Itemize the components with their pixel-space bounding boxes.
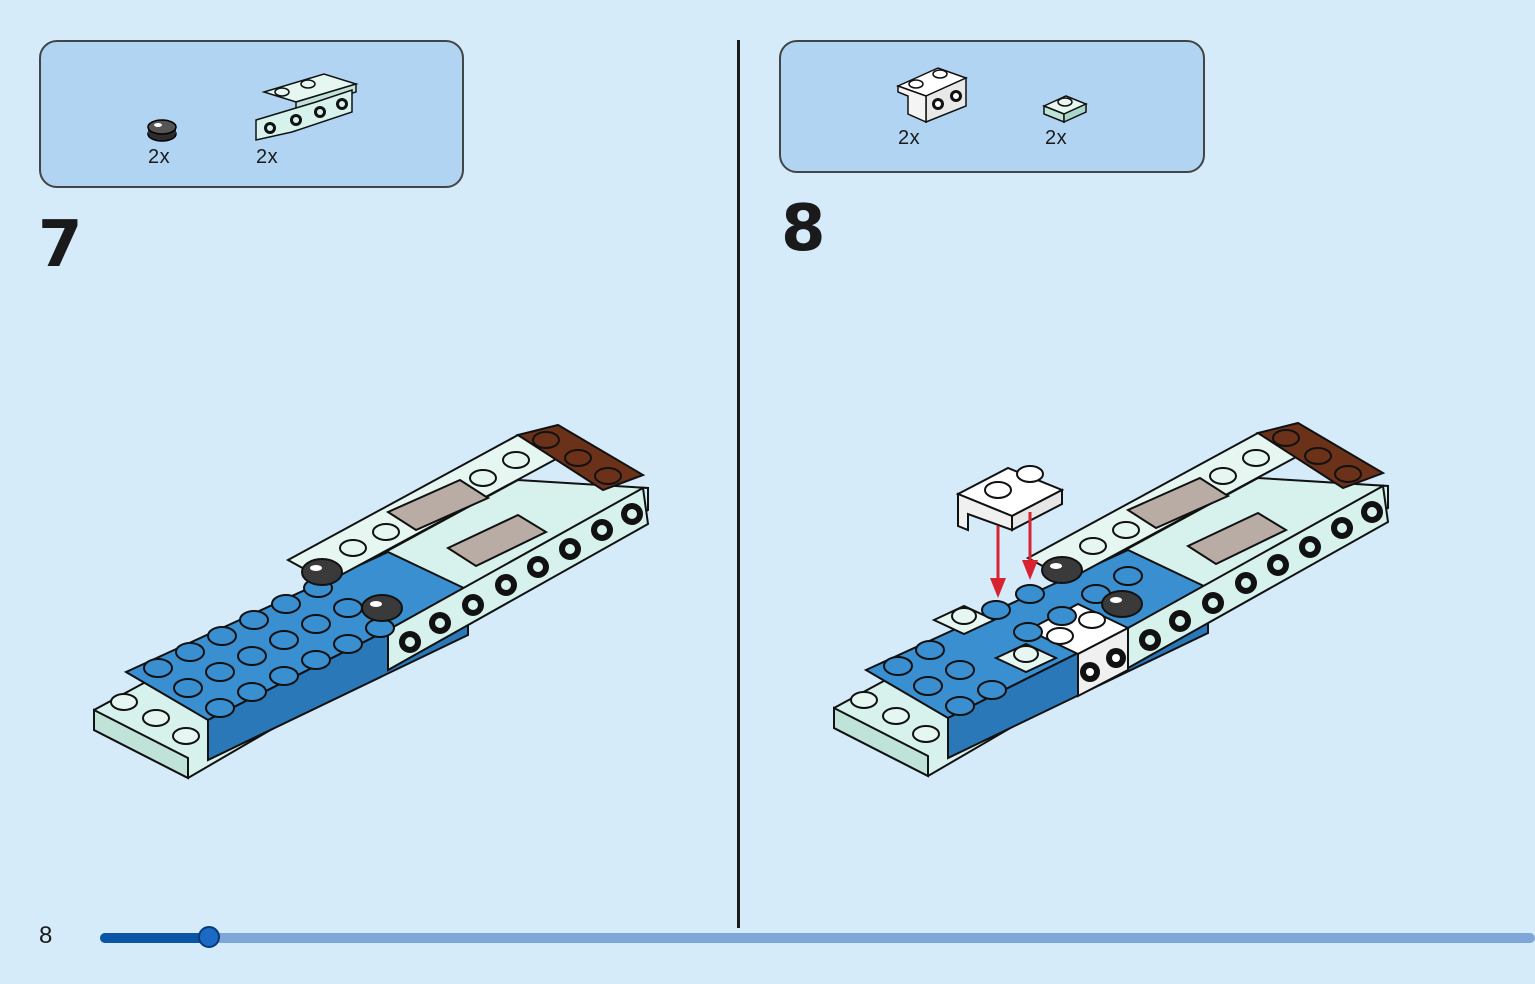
part-quantity: 2x (1045, 127, 1068, 149)
step-divider (737, 40, 740, 928)
part-quantity: 2x (148, 146, 171, 168)
part-quantity: 2x (898, 127, 921, 149)
parts-callout-step-8 (779, 40, 1205, 173)
step-number: 7 (38, 208, 83, 282)
page-number: 8 (39, 922, 53, 949)
step-8-model-illustration (833, 421, 1390, 778)
progress-knob[interactable] (198, 926, 220, 948)
round-tile-dark-grey-icon (147, 119, 177, 142)
progress-fill (100, 933, 208, 943)
plate-1x1-light-aqua-icon (1042, 95, 1088, 124)
progress-track (100, 933, 1535, 943)
parts-callout-step-7 (39, 40, 464, 188)
bracket-plate-light-aqua-icon (255, 73, 359, 141)
bracket-white-icon (895, 67, 969, 124)
part-quantity: 2x (256, 146, 279, 168)
step-7-model-illustration (93, 423, 650, 780)
step-number: 8 (781, 192, 826, 266)
